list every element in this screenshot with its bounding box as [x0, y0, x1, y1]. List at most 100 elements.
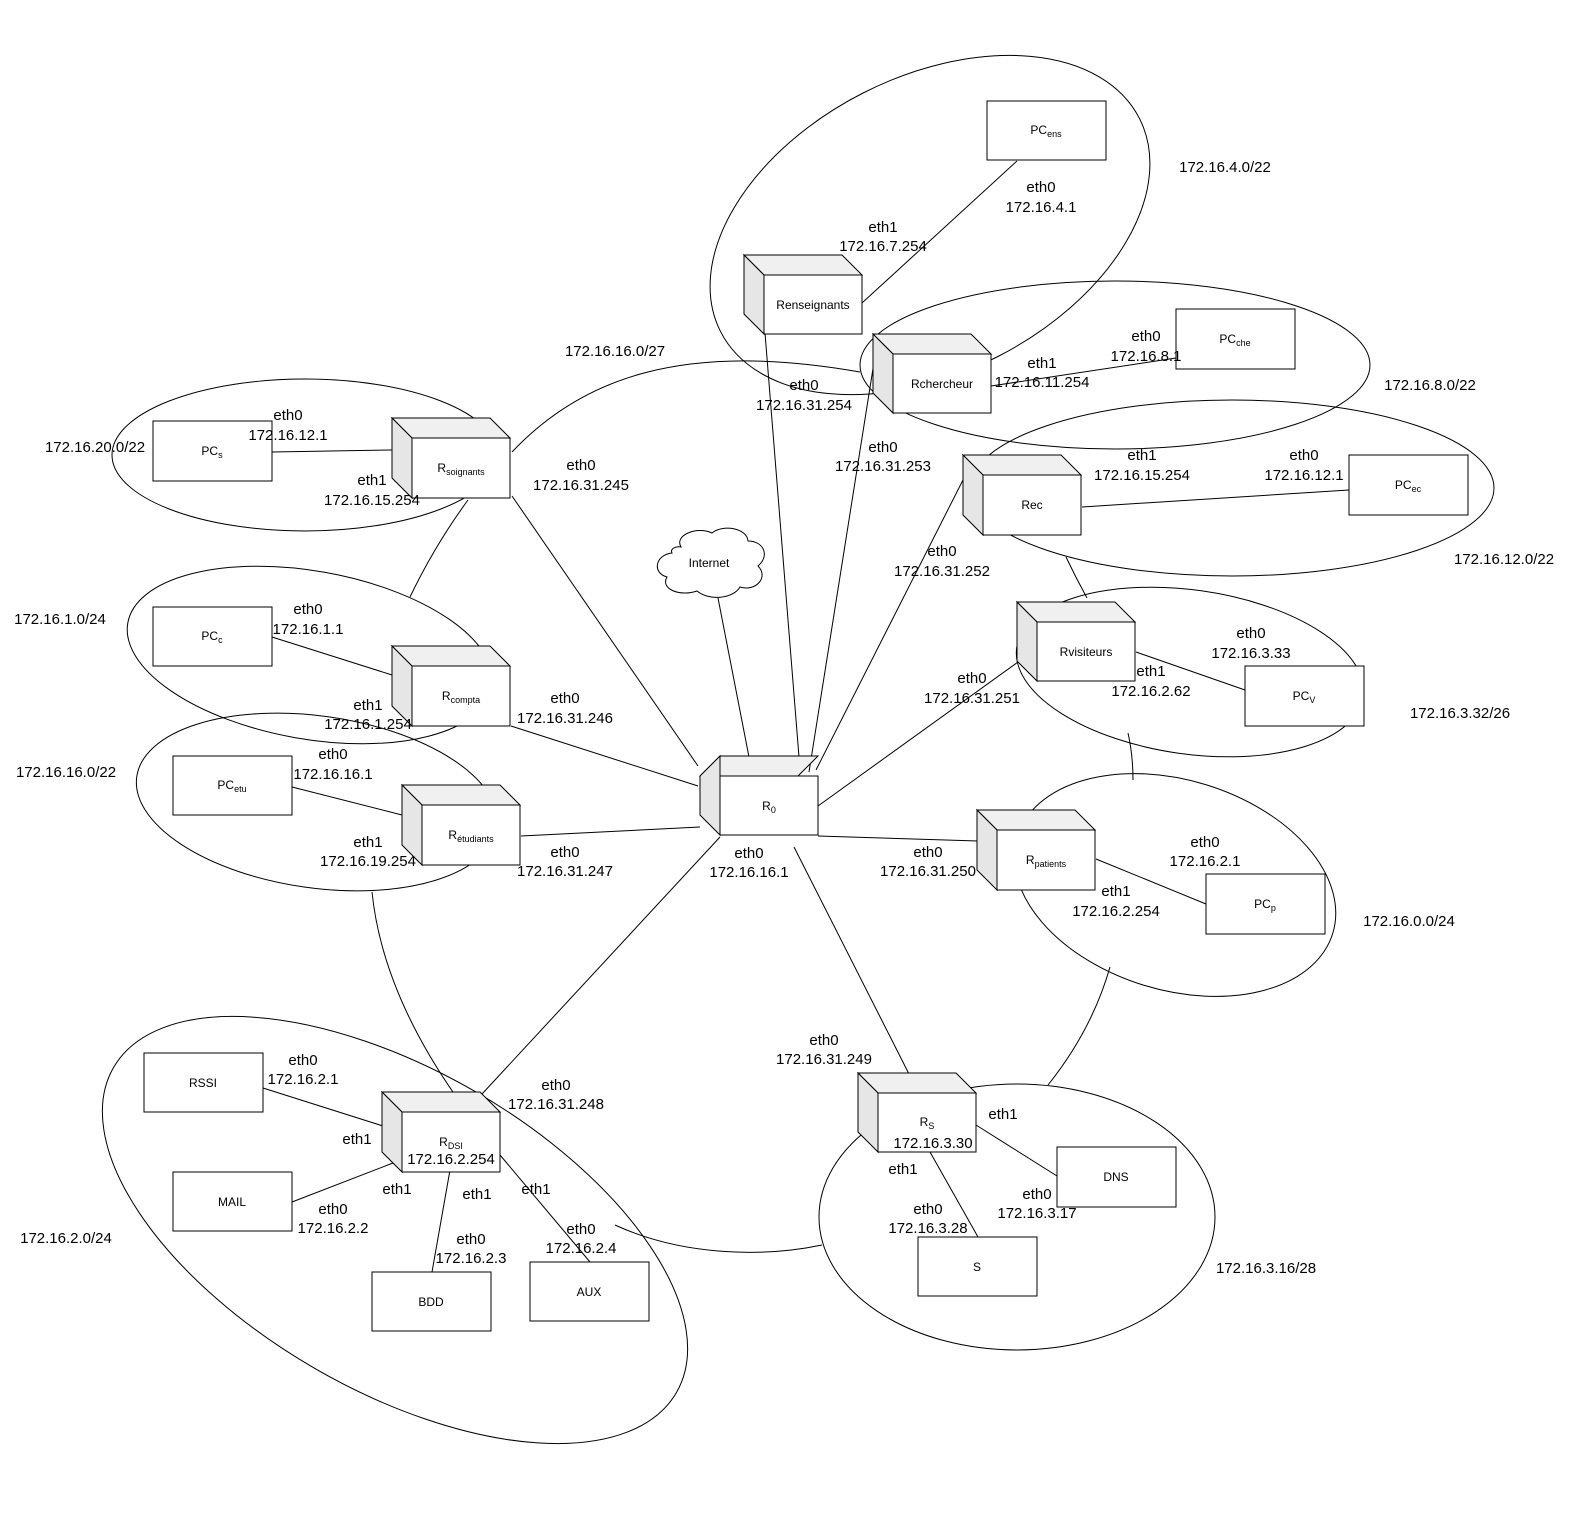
host-s[interactable]: S — [917, 1236, 1038, 1297]
router-dsi-ip: 172.16.2.254 — [407, 1151, 495, 1168]
network-label: 172.16.0.0/24 — [1363, 913, 1455, 930]
host-bdd[interactable]: BDD — [371, 1271, 492, 1332]
router-label: Rvisiteurs — [1060, 645, 1113, 659]
link-r0-chercheur — [808, 355, 876, 773]
svg-text:eth0: eth0 — [1022, 1186, 1051, 1203]
host-pc-p[interactable]: PCp — [1205, 873, 1326, 935]
link-soignants-pcs — [271, 449, 393, 453]
svg-text:eth0: eth0 — [566, 1221, 595, 1238]
host-pc-ec[interactable]: PCec — [1348, 454, 1469, 516]
router-label: R — [439, 1135, 448, 1149]
network-label: 172.16.1.0/24 — [14, 611, 106, 628]
svg-text:PCV: PCV — [1293, 689, 1316, 705]
svg-text:RSSI: RSSI — [189, 1076, 217, 1090]
network-label: 172.16.3.32/26 — [1410, 705, 1510, 722]
subnet-ellipse-s — [818, 1083, 1216, 1351]
svg-text:eth0: eth0 — [318, 1201, 347, 1218]
svg-text:172.16.12.1: 172.16.12.1 — [1264, 467, 1343, 484]
link-r0-patients — [817, 835, 979, 842]
host-pc-s[interactable]: PCs — [152, 420, 273, 482]
link-s-dns — [975, 1124, 1058, 1177]
router-chercheur[interactable]: Rchercheur — [871, 332, 993, 415]
host-dns[interactable]: DNS — [1056, 1146, 1177, 1208]
svg-text:MAIL: MAIL — [218, 1195, 246, 1209]
svg-text:172.16.31.247: 172.16.31.247 — [517, 863, 613, 880]
network-label: 172.16.3.16/28 — [1216, 1260, 1316, 1277]
svg-text:AUX: AUX — [577, 1285, 602, 1299]
router-label: Rchercheur — [911, 377, 973, 391]
svg-text:eth0: eth0 — [273, 407, 302, 424]
router-etudiants[interactable]: Rétudiants — [400, 783, 522, 867]
iface-label: eth0 172.16.31.252 — [894, 543, 990, 580]
iface-label: eth0 172.16.31.250 — [880, 844, 976, 880]
host-mail[interactable]: MAIL — [172, 1171, 293, 1232]
link-s-server — [929, 1151, 979, 1238]
router-s[interactable]: RS 172.16.3.30 — [856, 1071, 978, 1154]
host-pc-che[interactable]: PCche — [1175, 308, 1296, 370]
backbone-arc — [511, 360, 861, 453]
svg-text:172.16.31.250: 172.16.31.250 — [880, 863, 976, 880]
svg-text:eth0: eth0 — [913, 1201, 942, 1218]
router-soignants[interactable]: Rsoignants — [390, 416, 512, 500]
host-pc-v[interactable]: PCV — [1244, 665, 1365, 727]
svg-text:172.16.7.254: 172.16.7.254 — [839, 238, 927, 255]
host-aux[interactable]: AUX — [529, 1261, 650, 1322]
svg-text:eth0: eth0 — [566, 457, 595, 474]
svg-text:eth1: eth1 — [357, 472, 386, 489]
router-patients[interactable]: Rpatients — [975, 808, 1097, 892]
svg-text:172.16.16.1: 172.16.16.1 — [709, 864, 788, 881]
host-pc-etu[interactable]: PCetu — [172, 755, 293, 816]
svg-text:DNS: DNS — [1103, 1170, 1128, 1184]
network-label: 172.16.4.0/22 — [1179, 159, 1271, 176]
svg-text:172.16.31.245: 172.16.31.245 — [533, 477, 629, 494]
svg-text:PCec: PCec — [1395, 478, 1422, 494]
link-r0-internet — [717, 597, 750, 758]
router-label-sub: DSI — [448, 1141, 463, 1151]
router-r0[interactable]: R0 — [698, 754, 820, 837]
svg-text:eth1: eth1 — [1101, 883, 1130, 900]
iface-name-label: eth1 — [888, 1161, 917, 1178]
router-label-sub: S — [928, 1121, 934, 1131]
svg-text:172.16.4.1: 172.16.4.1 — [1006, 199, 1077, 216]
svg-text:eth0: eth0 — [1236, 625, 1265, 642]
router-label: Renseignants — [776, 298, 849, 312]
host-pc-c[interactable]: PCc — [152, 606, 273, 667]
link-chercheur-pcche — [990, 357, 1177, 387]
router-rec[interactable]: Rec — [961, 453, 1083, 537]
iface-label: eth0 172.16.31.245 — [533, 457, 629, 494]
svg-text:eth0: eth0 — [913, 844, 942, 861]
svg-text:172.16.15.254: 172.16.15.254 — [1094, 467, 1190, 484]
host-pc-ens[interactable]: PCens — [986, 100, 1107, 161]
host-rssi[interactable]: RSSI — [143, 1052, 264, 1113]
router-label: Rec — [1021, 498, 1042, 512]
svg-text:PCetu: PCetu — [217, 778, 246, 794]
router-label: R — [437, 461, 446, 475]
network-label: 172.16.12.0/22 — [1454, 551, 1554, 568]
svg-text:RDSI: RDSI — [439, 1135, 463, 1151]
router-compta[interactable]: Rcompta — [390, 644, 512, 728]
svg-text:eth0: eth0 — [927, 543, 956, 560]
router-enseignants[interactable]: Renseignants — [742, 253, 864, 336]
router-visiteurs[interactable]: Rvisiteurs — [1015, 600, 1137, 683]
svg-text:Rcompta: Rcompta — [442, 689, 480, 705]
iface-name-label: eth1 — [988, 1106, 1017, 1123]
router-dsi[interactable]: RDSI 172.16.2.254 — [380, 1090, 502, 1174]
svg-text:S: S — [973, 1260, 981, 1274]
svg-text:eth0: eth0 — [550, 690, 579, 707]
svg-text:172.16.31.252: 172.16.31.252 — [894, 563, 990, 580]
